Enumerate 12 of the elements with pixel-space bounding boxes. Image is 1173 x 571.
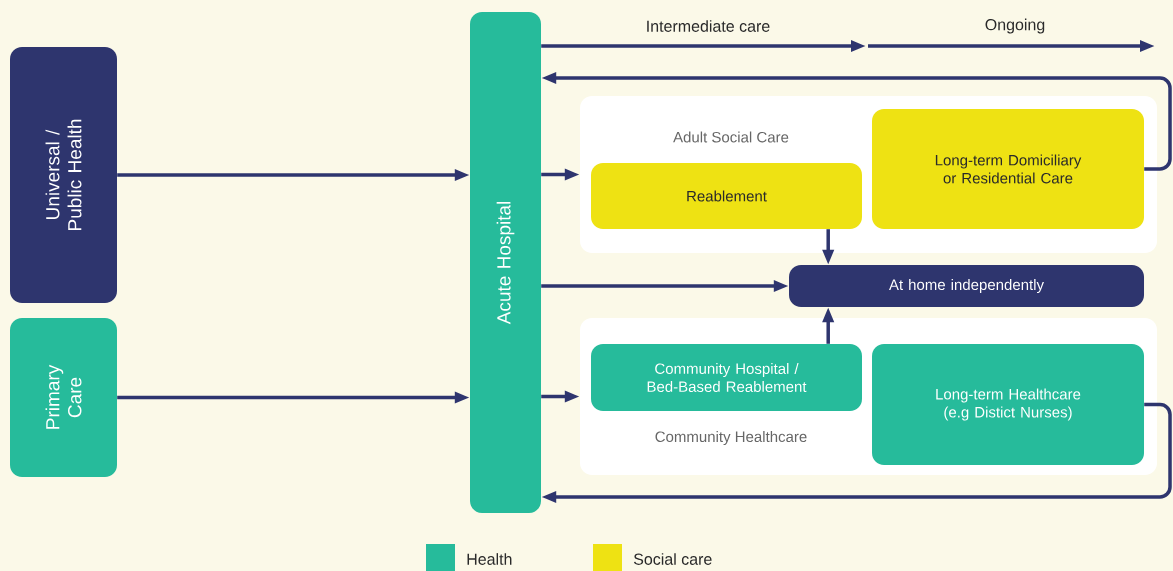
service-box: Long-term Domiciliary or Residential Care (872, 109, 1144, 229)
legend-label: Health (467, 553, 512, 565)
service-box: Long-term Healthcare (e.g Distict Nurses) (872, 344, 1144, 465)
hospital-bar: Acute Hospital (470, 12, 541, 513)
service-box: Primary Care (10, 318, 117, 477)
edge-label: Intermediate care (644, 19, 772, 33)
service-box: Universal / Public Health (10, 47, 117, 303)
service-box: Community Hospital / Bed-Based Reablement (591, 344, 862, 411)
stage-label: Ongoing (985, 18, 1045, 34)
legend-label: Social care (633, 553, 712, 565)
service-box: Reablement (591, 163, 862, 229)
outcome-box: At home independently (789, 265, 1144, 307)
